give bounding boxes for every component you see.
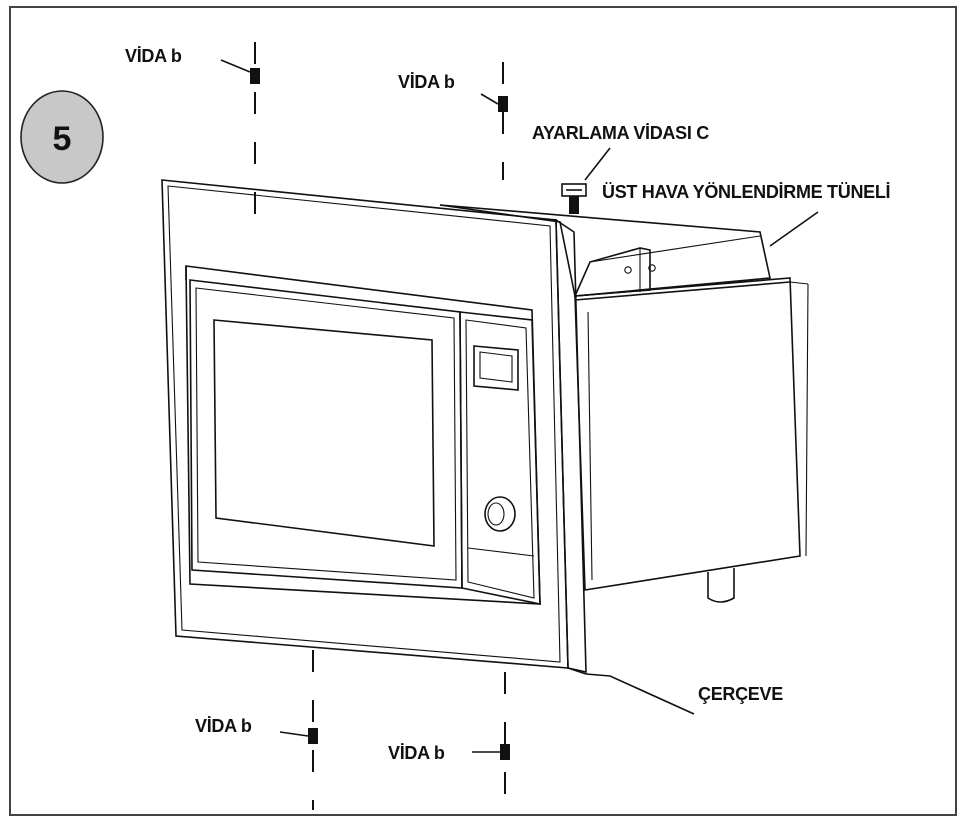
microwave-door xyxy=(185,265,541,605)
adjustment-screw-icon xyxy=(561,183,587,214)
screw-b-icon xyxy=(250,68,510,760)
label-screw-bottom-left: VİDA b xyxy=(195,716,252,736)
label-screw-bottom-right: VİDA b xyxy=(388,743,445,763)
display-panel xyxy=(473,345,519,391)
microwave-body xyxy=(439,204,809,603)
step-badge: 5 xyxy=(20,90,104,184)
label-air-tunnel: ÜST HAVA YÖNLENDİRME TÜNELİ xyxy=(602,182,890,202)
label-screw-top-right: VİDA b xyxy=(398,72,455,92)
control-knob xyxy=(484,496,516,532)
leader-lines xyxy=(220,59,819,753)
alignment-lines xyxy=(254,42,506,810)
step-number: 5 xyxy=(53,120,72,158)
figure-border xyxy=(9,6,957,816)
label-frame: ÇERÇEVE xyxy=(698,684,783,704)
label-adjustment-screw: AYARLAMA VİDASI C xyxy=(532,123,709,143)
control-panel xyxy=(459,311,541,605)
front-frame xyxy=(161,179,587,675)
label-screw-top-left: VİDA b xyxy=(125,46,182,66)
